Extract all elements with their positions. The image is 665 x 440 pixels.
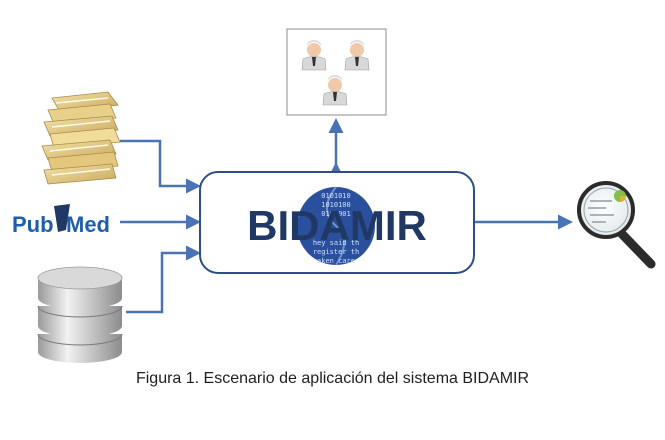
magnifying-glass-icon	[577, 181, 656, 269]
doctor-user-icon	[322, 75, 348, 106]
globe-phrase-line-2: register th	[313, 248, 359, 256]
pubmed-logo: Pub Med	[12, 204, 110, 237]
figure-caption: Figura 1. Escenario de aplicación del si…	[135, 370, 530, 387]
bidamir-system-box: 0101010 1010100 0101001 hey said th regi…	[199, 171, 475, 274]
arrow-documents-to-bidamir	[120, 139, 201, 194]
globe-phrase-line-1: hey said th	[313, 239, 359, 247]
globe-phrase-line-3: aken care	[317, 257, 355, 265]
pubmed-left-text: Pub	[12, 212, 54, 237]
stacked-papers-icon	[41, 91, 121, 185]
globe-icon: 0101010 1010100 0101001 hey said th regi…	[297, 186, 375, 266]
system-title: BIDAMIR	[247, 202, 427, 249]
globe-binary-line-1: 0101010	[321, 192, 351, 200]
globe-binary-line-2: 1010100	[321, 201, 351, 209]
doctor-user-icon	[344, 40, 370, 71]
database-cylinder-icon	[37, 266, 123, 363]
arrow-database-to-bidamir	[126, 245, 201, 314]
users-group	[286, 28, 387, 116]
globe-binary-line-3: 0101001	[321, 210, 351, 218]
pubmed-right-text: Med	[66, 212, 110, 237]
doctor-user-icon	[301, 40, 327, 71]
